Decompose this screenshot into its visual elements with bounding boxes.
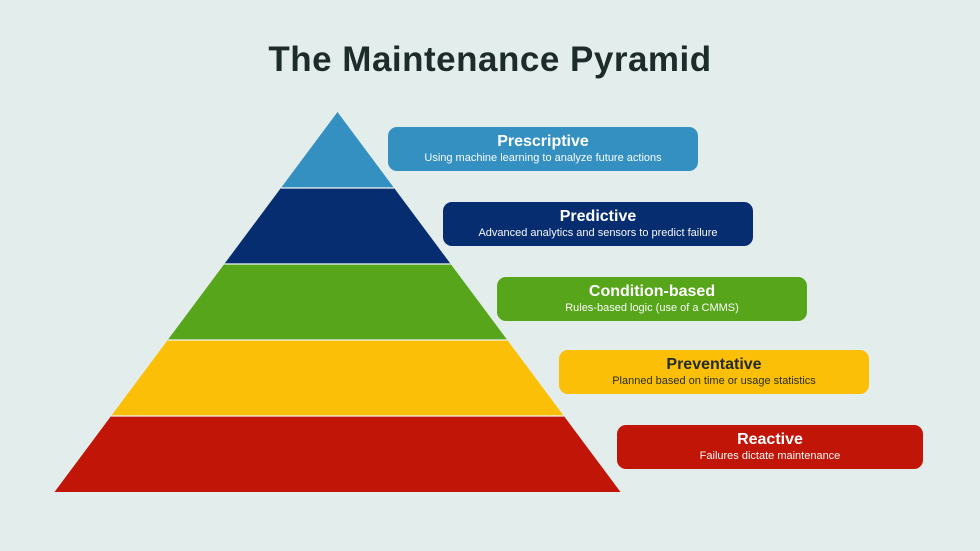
label-card-description: Advanced analytics and sensors to predic… <box>478 226 718 239</box>
label-card-predictive: Predictive Advanced analytics and sensor… <box>443 202 753 246</box>
label-card-preventative: Preventative Planned based on time or us… <box>559 350 869 394</box>
label-card-title: Predictive <box>559 208 637 226</box>
pyramid-layer-preventative <box>111 340 564 416</box>
label-card-description: Failures dictate maintenance <box>699 449 841 462</box>
pyramid-layer-predictive <box>224 188 451 264</box>
label-card-title: Condition-based <box>588 283 716 301</box>
label-card-prescriptive: Prescriptive Using machine learning to a… <box>388 127 698 171</box>
label-card-reactive: Reactive Failures dictate maintenance <box>617 425 923 469</box>
label-card-title: Prescriptive <box>497 133 589 151</box>
label-card-description: Planned based on time or usage statistic… <box>612 374 816 387</box>
label-card-title: Reactive <box>737 431 803 449</box>
pyramid-layer-reactive <box>54 416 621 492</box>
label-card-condition-based: Condition-based Rules-based logic (use o… <box>497 277 807 321</box>
pyramid-layer-condition-based <box>167 264 508 340</box>
label-card-description: Rules-based logic (use of a CMMS) <box>565 301 739 314</box>
label-card-description: Using machine learning to analyze future… <box>424 151 662 164</box>
pyramid-layer-prescriptive <box>280 112 395 188</box>
page-title: The Maintenance Pyramid <box>268 40 712 79</box>
label-card-title: Preventative <box>666 356 762 374</box>
